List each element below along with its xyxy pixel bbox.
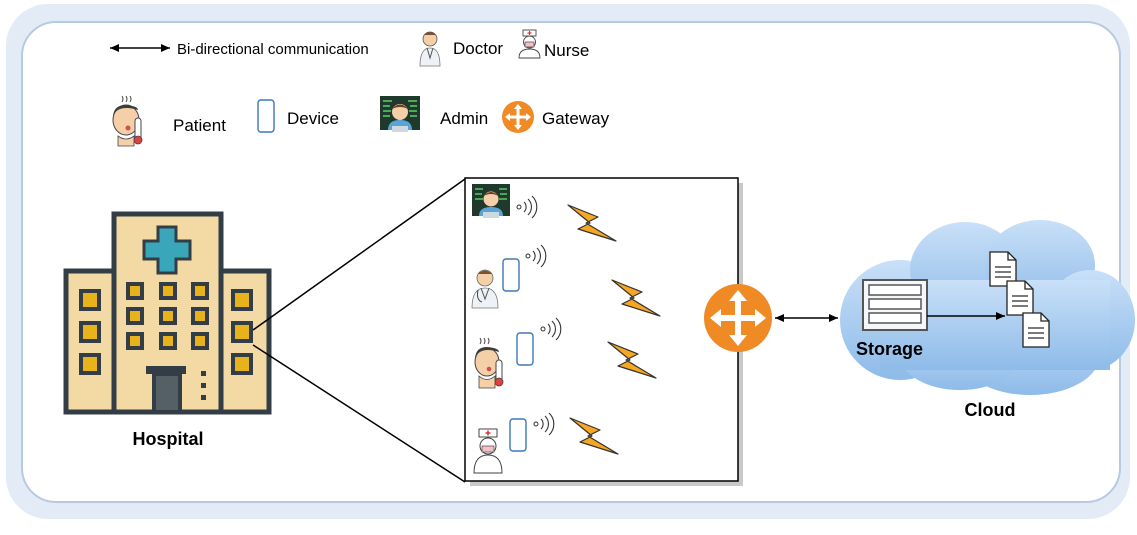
zoom-box — [464, 177, 739, 482]
hospital-icon — [63, 211, 272, 415]
legend-doctor: Doctor — [453, 39, 503, 58]
gateway-icon — [502, 101, 534, 133]
admin-icon — [380, 96, 420, 132]
patient-icon — [112, 95, 143, 147]
zoom-line-top — [252, 178, 466, 331]
legend-bidirectional: Bi-directional communication — [177, 41, 369, 58]
device-icon — [257, 99, 275, 133]
legend-admin: Admin — [440, 109, 488, 128]
zoom-line-bottom — [252, 344, 466, 483]
doctor-icon — [471, 269, 499, 309]
device-icon — [516, 332, 534, 366]
device-icon — [509, 418, 527, 452]
nurse-icon — [518, 29, 541, 59]
legend-nurse: Nurse — [544, 41, 589, 60]
patient-icon — [474, 337, 504, 389]
legend: Bi-directional communication Doctor Nurs… — [110, 29, 610, 147]
document-icon — [1022, 312, 1050, 348]
nurse-icon — [473, 428, 503, 474]
storage-icon — [862, 279, 928, 331]
device-icon — [502, 258, 520, 292]
legend-patient: Patient — [173, 116, 226, 135]
legend-device: Device — [287, 109, 339, 128]
hospital-label: Hospital — [132, 429, 203, 449]
legend-gateway: Gateway — [542, 109, 610, 128]
gateway-icon — [704, 284, 772, 352]
document-icon — [1006, 280, 1034, 316]
admin-icon — [472, 184, 510, 218]
storage-label: Storage — [856, 339, 923, 359]
doctor-icon — [419, 31, 441, 67]
cloud-label: Cloud — [965, 400, 1016, 420]
